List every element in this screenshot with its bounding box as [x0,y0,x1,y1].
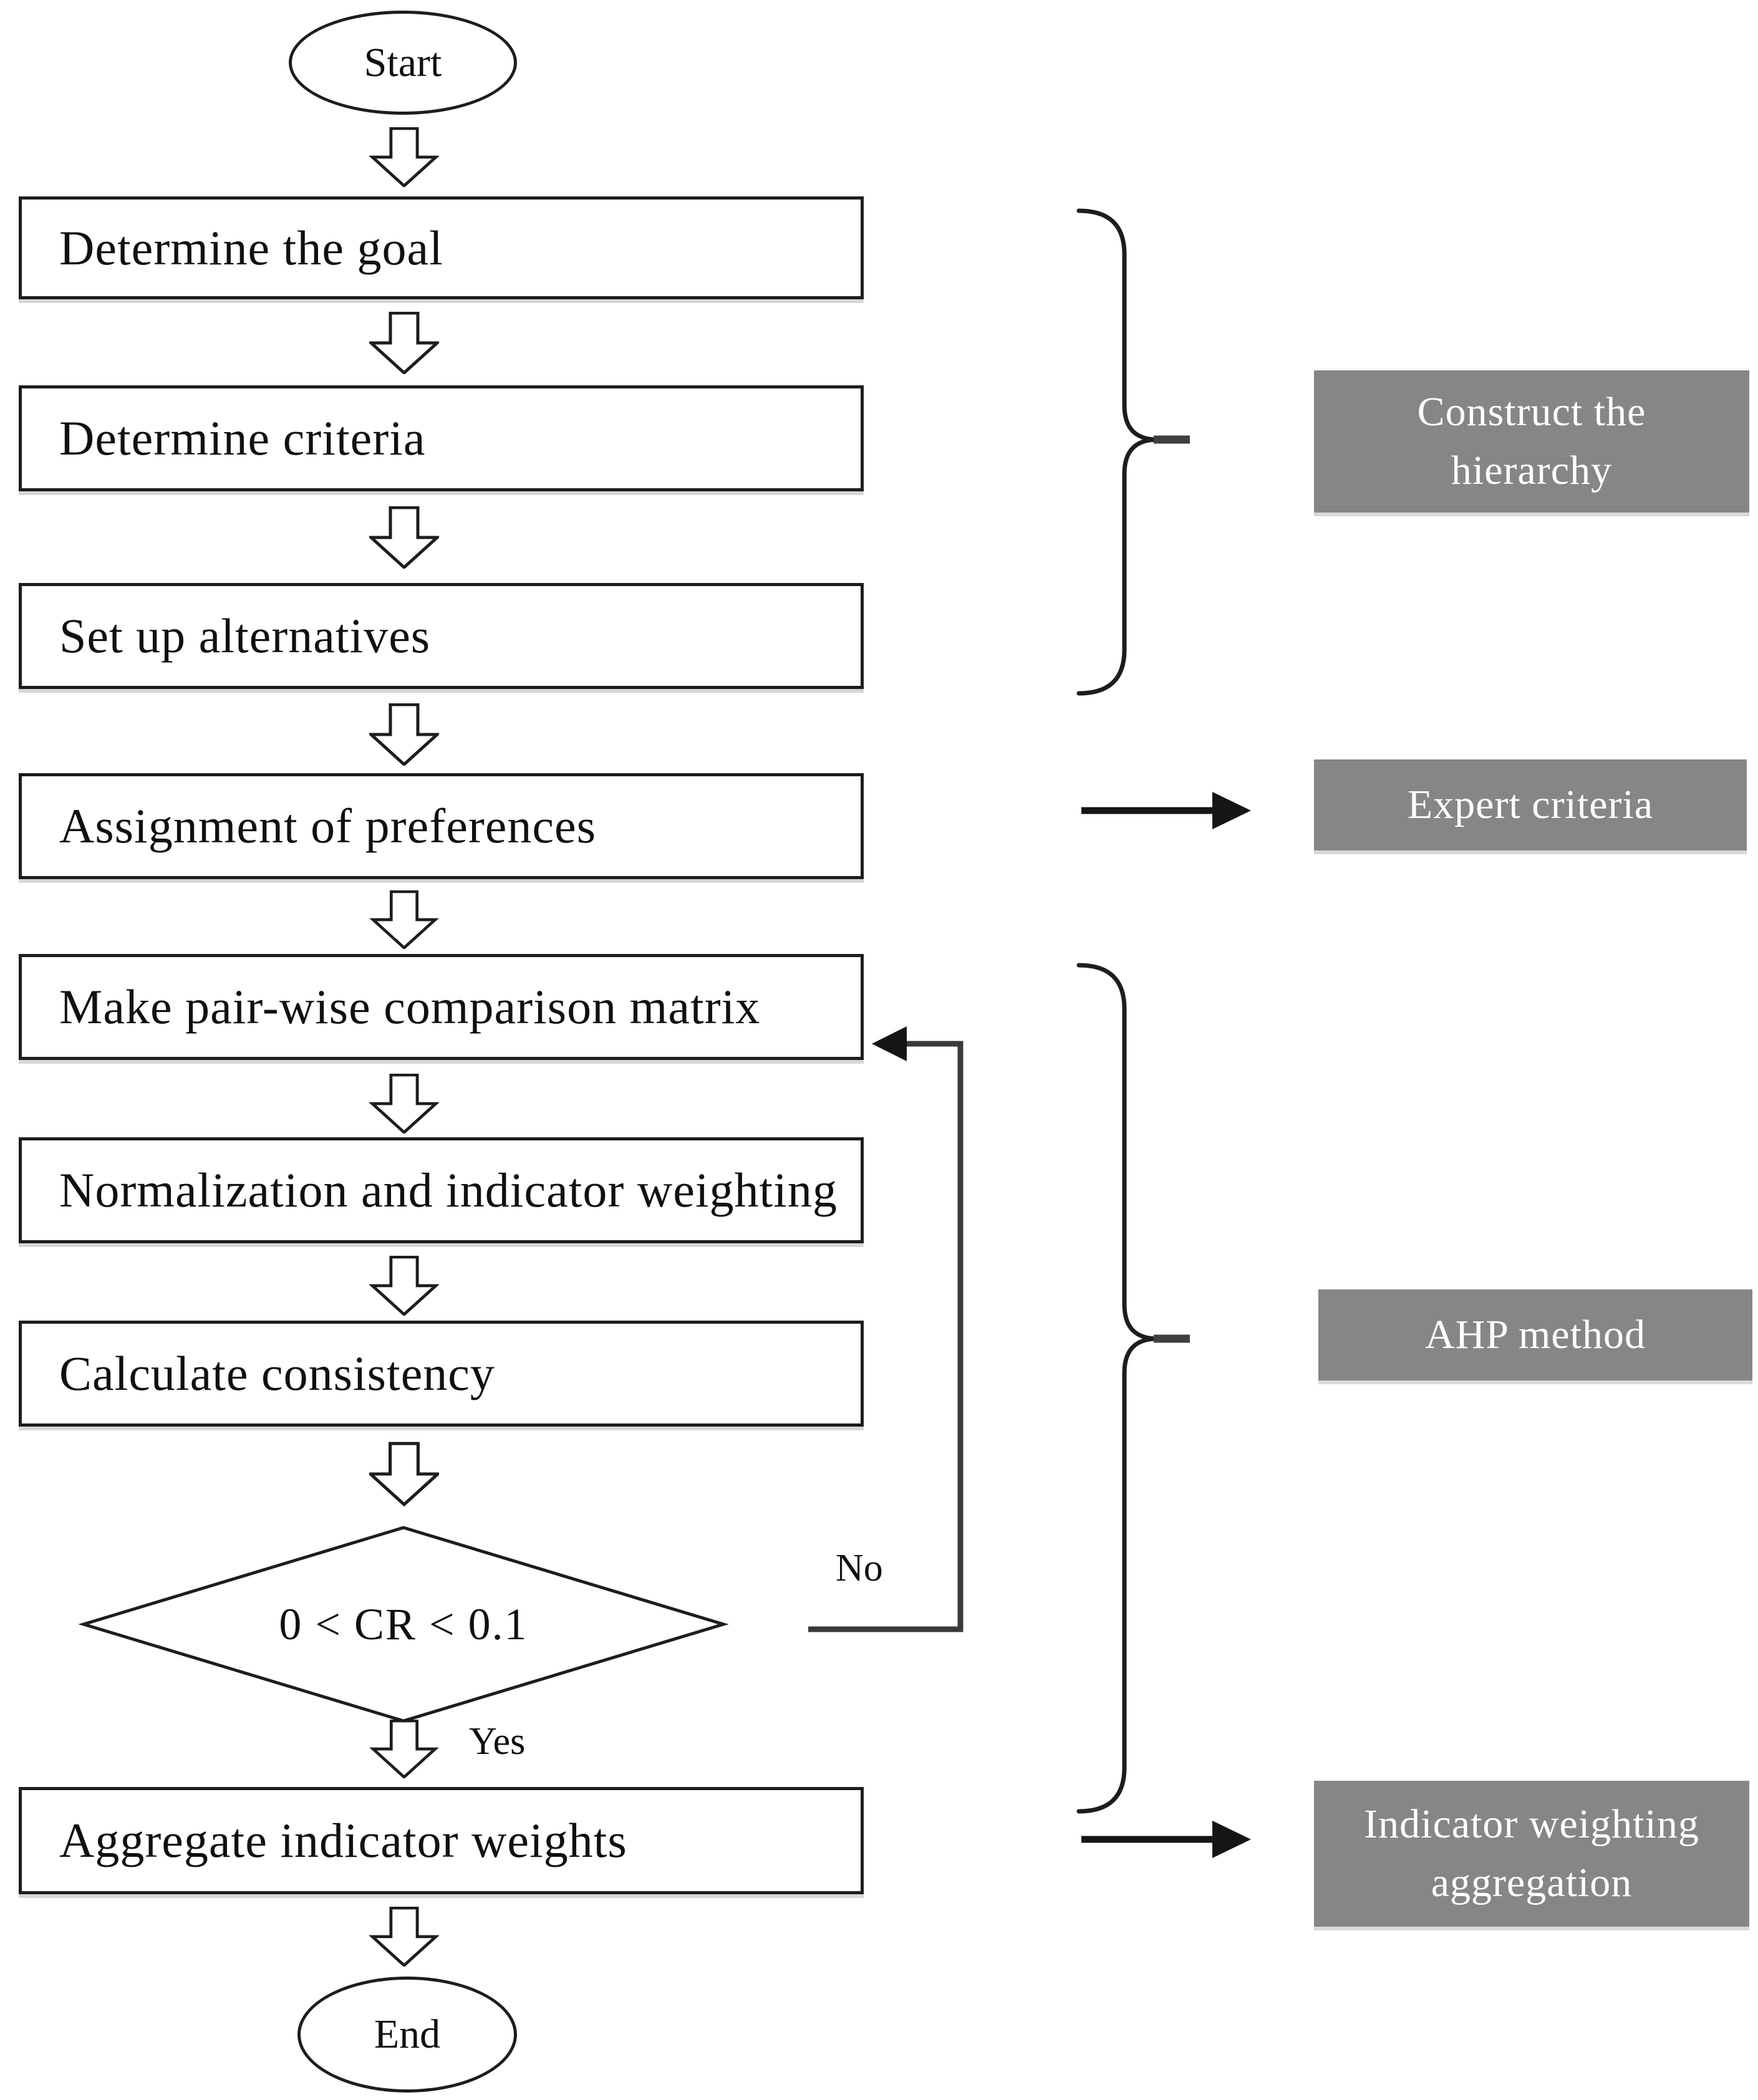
down-block-arrow-icon [371,705,437,764]
process-label: Normalization and indicator weighting [59,1163,838,1217]
process-box-aggregate-weights: Aggregate indicator weights [19,1787,864,1894]
yes-branch-label: Yes [469,1720,526,1763]
no-loop-connector [808,1041,964,1632]
hierarchy-brace [1076,208,1158,696]
start-node: Start [289,11,517,115]
annotation-ahp-method: AHP method [1318,1289,1752,1380]
process-box-determine-goal: Determine the goal [19,196,864,299]
down-block-arrow-icon [373,892,435,948]
down-block-arrow-icon [372,1075,436,1132]
no-branch-label: No [836,1547,883,1589]
annotation-label: AHP method [1424,1312,1646,1358]
process-box-set-up-alternatives: Set up alternatives [19,583,864,689]
annotation-label: Indicator weighting aggregation [1364,1801,1699,1905]
process-box-pairwise-matrix: Make pair-wise comparison matrix [19,954,864,1060]
annotation-label: Construct the hierarchy [1417,389,1646,493]
process-label: Aggregate indicator weights [59,1813,627,1867]
down-block-arrow-icon [373,1721,435,1777]
annotation-indicator-weighting-aggregation: Indicator weighting aggregation [1314,1781,1749,1927]
annotation-label: Expert criteria [1407,782,1654,828]
down-block-arrow-icon [372,1908,436,1965]
annotation-construct-hierarchy: Construct the hierarchy [1314,370,1749,513]
end-node: End [297,1977,517,2093]
process-label: Assignment of preferences [59,799,597,853]
decision-text: 0 < CR < 0.1 [279,1599,528,1649]
down-block-arrow-icon [371,313,437,373]
process-label: Make pair-wise comparison matrix [59,980,761,1034]
expert-criteria-arrowhead-icon [1212,792,1251,829]
ahp-brace [1076,963,1158,1814]
decision-label: 0 < CR < 0.1 [185,1595,622,1654]
process-box-normalization-weighting: Normalization and indicator weighting [19,1137,864,1243]
process-box-determine-criteria: Determine criteria [19,385,864,491]
end-label: End [374,2011,441,2057]
process-label: Set up alternatives [59,609,431,663]
start-label: Start [364,39,442,85]
down-block-arrow-icon [372,1257,436,1314]
process-label: Determine the goal [59,220,443,275]
process-label: Calculate consistency [59,1346,495,1400]
process-label: Determine criteria [59,411,426,465]
decision-diamond-shape [78,1526,729,1723]
aggregation-arrowhead-icon [1212,1821,1251,1858]
down-block-arrow-icon [371,508,437,567]
down-block-arrow-icon [372,128,436,186]
process-box-assignment-preferences: Assignment of preferences [19,773,864,879]
no-loop-arrowhead-icon [872,1026,907,1061]
down-block-arrow-icon [370,1443,438,1505]
process-box-calculate-consistency: Calculate consistency [19,1321,864,1427]
annotation-expert-criteria: Expert criteria [1314,759,1747,850]
